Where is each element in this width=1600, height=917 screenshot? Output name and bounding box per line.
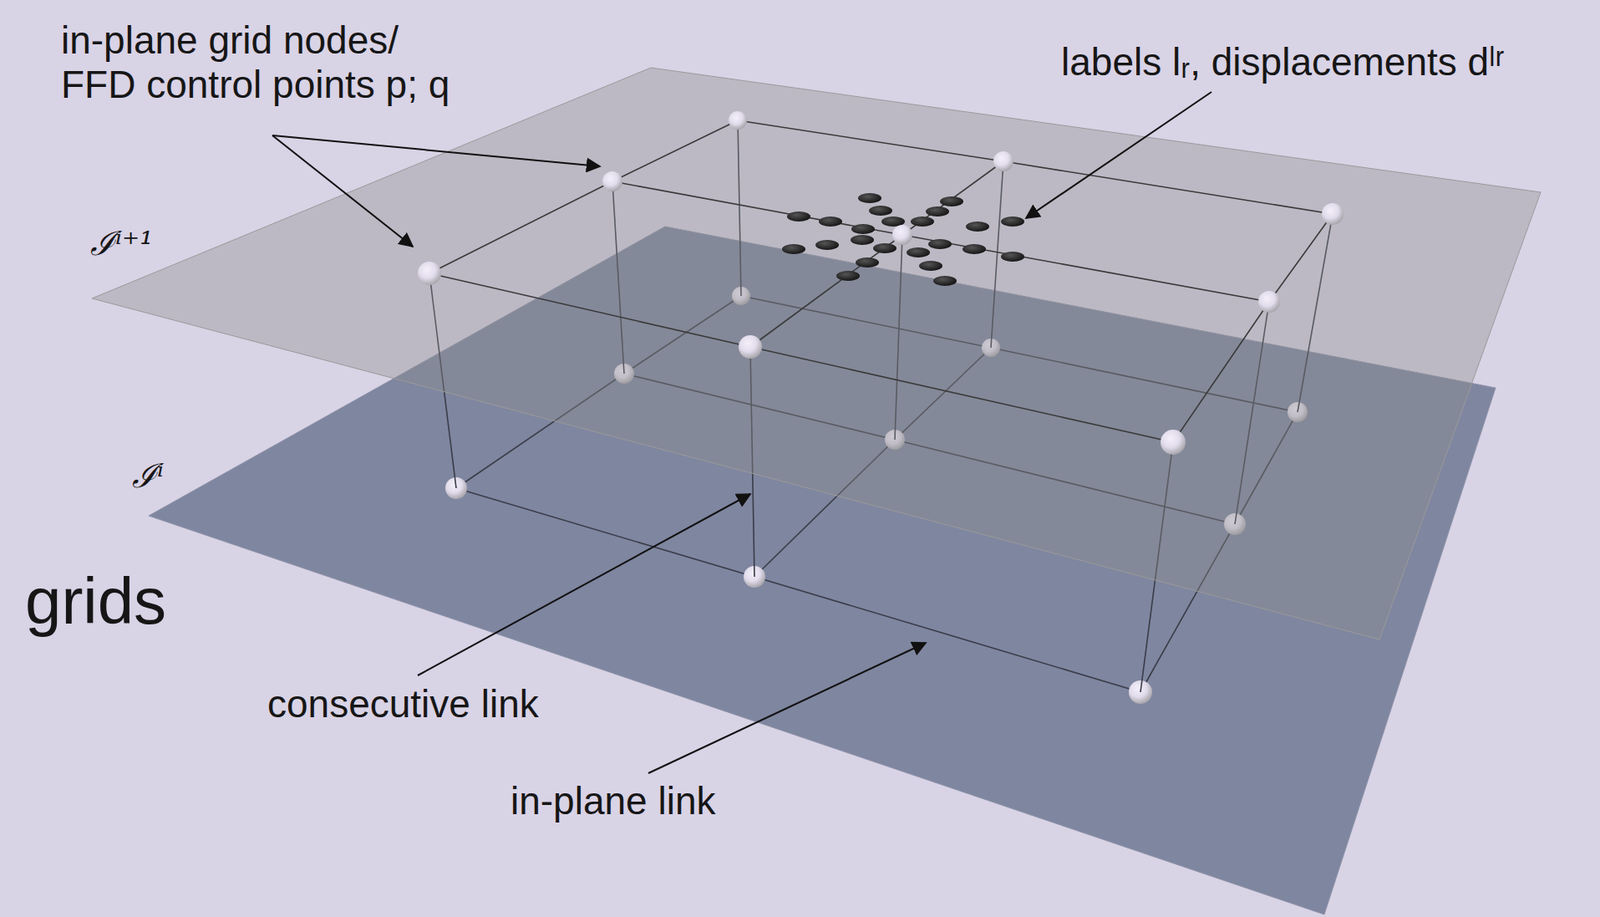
label-dots (782, 193, 1025, 286)
plane-label: ℐⁱ⁺¹ (90, 223, 153, 263)
heading-fragment: grids (25, 563, 167, 640)
plane-label: ℐⁱ (132, 456, 164, 495)
callout-label: consecutive link (267, 681, 539, 727)
leader-lines (272, 91, 1212, 773)
callout-label: in-plane link (510, 778, 716, 823)
image-plane (91, 67, 1541, 640)
callout-label: in-plane grid nodes/ FFD control points … (60, 18, 463, 107)
in-plane-links (429, 120, 1333, 442)
callout-label: labels lᵣ, displacements dˡʳ (1061, 40, 1504, 85)
